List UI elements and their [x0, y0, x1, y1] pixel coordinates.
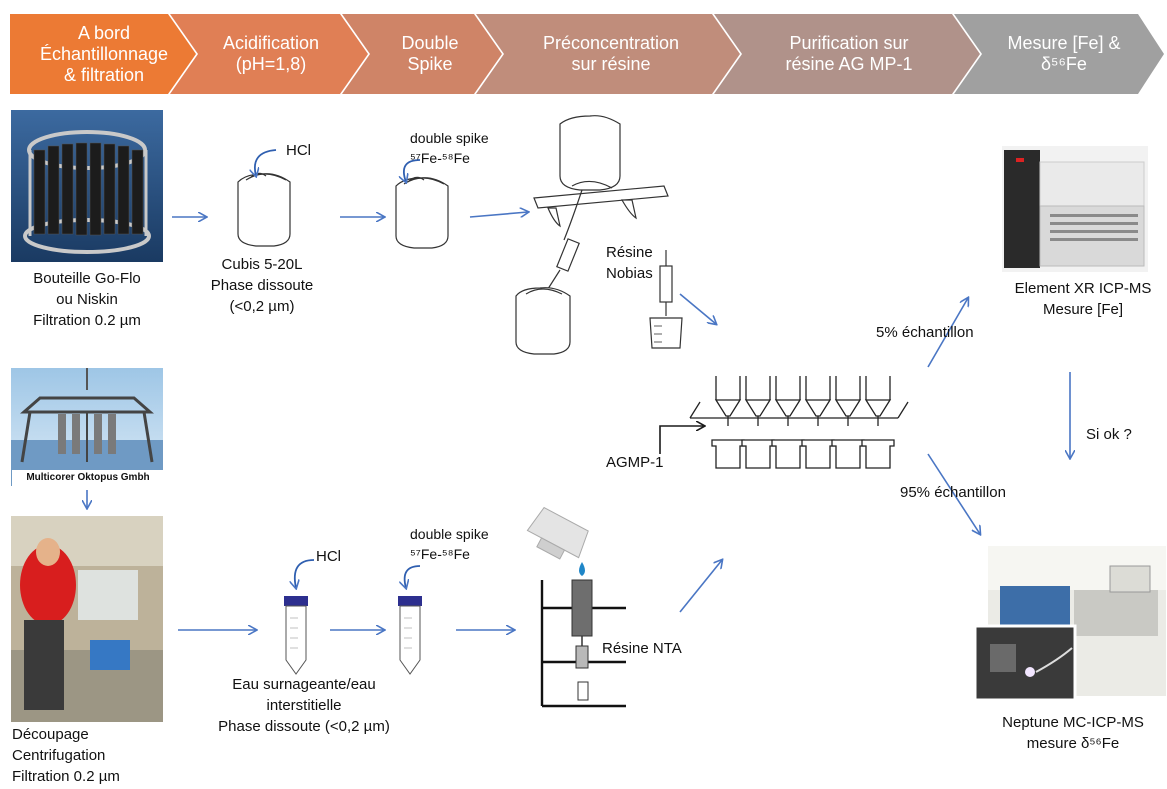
cubis-container-spike — [395, 176, 449, 249]
spike-top-label: double spike ⁵⁷Fe-⁵⁸Fe — [410, 130, 489, 166]
step-label-5: Purification sur résine AG MP-1 — [785, 33, 913, 74]
agmp-rack — [689, 375, 909, 469]
nobias-setup — [515, 115, 683, 355]
hcl-bottom-label: HCl — [316, 548, 341, 565]
nta-setup — [526, 506, 626, 708]
step-label-1: A bord Échantillonnage & filtration — [39, 22, 169, 85]
bottle-label: Bouteille Go-Flo ou Niskin Filtration 0.… — [33, 270, 141, 329]
step-label-6: Mesure [Fe] & δ⁵⁶Fe — [1007, 33, 1121, 74]
hcl-top-label: HCl — [286, 142, 311, 159]
agmp-arrow — [659, 426, 704, 454]
si-ok-label: Si ok ? — [1086, 426, 1132, 443]
eau-label: Eau surnageante/eau interstitielle Phase… — [218, 676, 390, 735]
decoupage-label: Découpage Centrifugation Filtration 0.2 … — [12, 726, 120, 785]
step-label-4: Préconcentration sur résine — [542, 33, 680, 74]
step-label-2: Acidification (pH=1,8) — [222, 33, 320, 74]
rosette-photo — [11, 110, 163, 262]
spike-arrow-bottom — [405, 565, 421, 588]
flow-arrows-bottom — [87, 490, 722, 630]
falcon-tube-acid — [284, 596, 308, 675]
step-chevron-2 — [170, 14, 368, 94]
spike-arrow-top — [404, 159, 421, 182]
agmp-label: AGMP-1 — [606, 454, 664, 471]
pct95-label: 95% échantillon — [900, 484, 1006, 501]
element-xr-label: Element XR ICP-MS Mesure [Fe] — [1014, 280, 1152, 318]
flow-arrows-top — [172, 212, 1070, 534]
step-chevron-4 — [476, 14, 740, 94]
step-chevron-5 — [714, 14, 980, 94]
neptune-photo — [973, 546, 1166, 702]
cubis-container-acid — [237, 172, 291, 247]
step-chevron-3 — [342, 14, 502, 94]
multicorer-tag: Multicorer Oktopus Gmbh — [12, 470, 164, 486]
spike-bottom-label: double spike ⁵⁷Fe-⁵⁸Fe — [410, 526, 489, 562]
step-header — [10, 14, 1164, 94]
falcon-tube-spike — [398, 596, 422, 675]
cubis-label: Cubis 5-20L Phase dissoute (<0,2 µm) — [210, 256, 314, 315]
pct5-label: 5% échantillon — [876, 324, 974, 341]
resine-nobias-label: Résine Nobias — [606, 244, 653, 282]
hcl-arrow-top — [255, 149, 277, 176]
resine-nta-label: Résine NTA — [602, 640, 682, 657]
neptune-label: Neptune MC-ICP-MS mesure δ⁵⁶Fe — [1002, 714, 1144, 752]
step-chevron-1 — [10, 14, 196, 94]
hcl-arrow-bottom — [295, 559, 315, 588]
lab-photo — [11, 516, 163, 722]
element-xr-photo — [1002, 146, 1148, 272]
multicorer-photo — [11, 368, 163, 486]
step-chevron-6 — [954, 14, 1164, 94]
step-label-3: Double Spike — [401, 33, 459, 74]
